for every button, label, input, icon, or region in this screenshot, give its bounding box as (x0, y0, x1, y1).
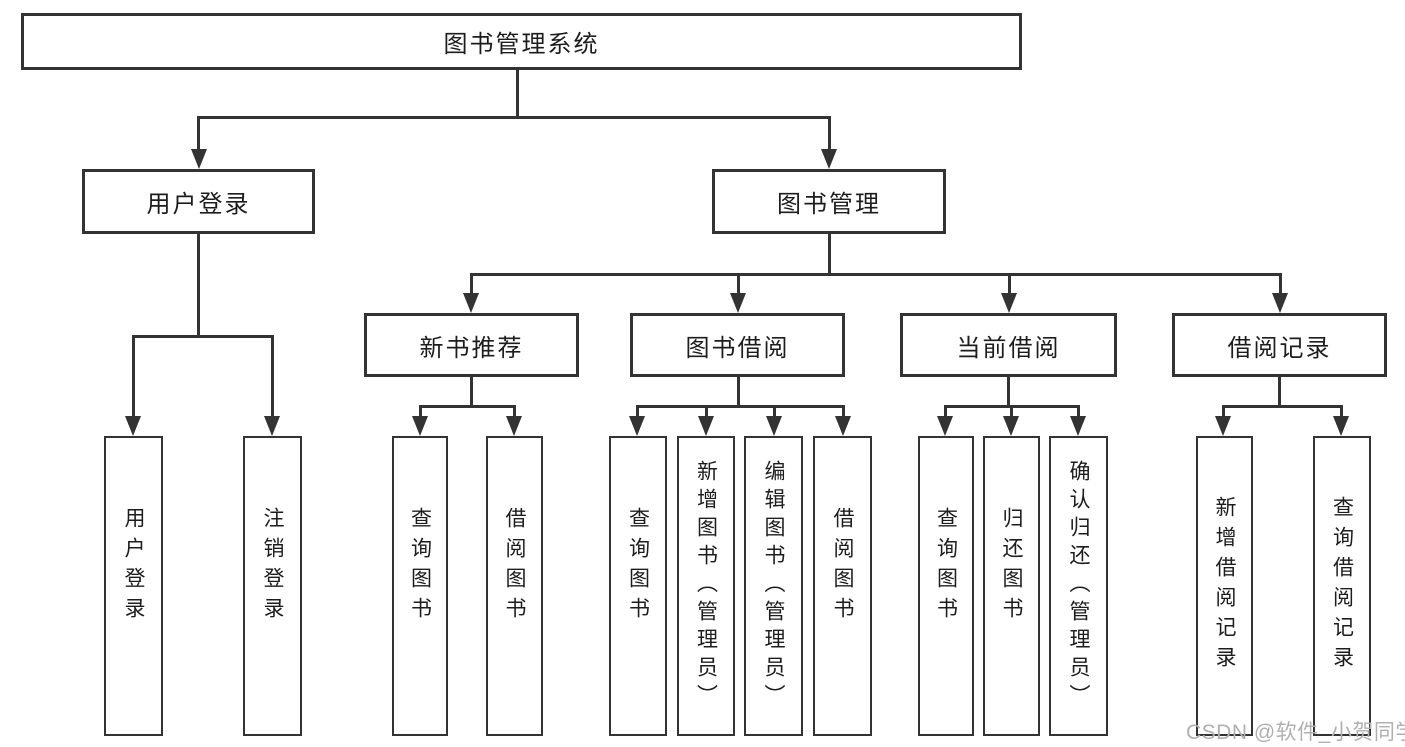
connector-line (419, 405, 516, 408)
arrow-down-icon (463, 293, 479, 313)
connector-line (828, 116, 831, 150)
watermark-text: CSDN @软件_小贺同学 (1186, 721, 1405, 744)
connector-line (773, 405, 776, 417)
connector-line (1010, 405, 1013, 417)
arrow-down-icon (506, 416, 522, 436)
node-label: 用户登录 (146, 191, 251, 218)
leaf-borrowing-edit-books-admin: 编辑图书（管理员） (744, 436, 803, 736)
node-label: 查询图书 (626, 507, 650, 627)
arrow-down-icon (821, 149, 837, 169)
connector-line (636, 405, 639, 417)
connector-line (636, 405, 845, 408)
node-label: 查询图书 (408, 507, 432, 627)
node-label: 归还图书 (1000, 507, 1023, 627)
connector-line (737, 273, 740, 295)
connector-line (705, 405, 708, 417)
connector-line (1340, 405, 1343, 417)
node-label: 新增图书（管理员） (694, 460, 718, 712)
arrow-down-icon (1215, 416, 1231, 436)
node-label: 确认归还（管理员） (1067, 460, 1090, 712)
connector-line (842, 405, 845, 417)
leaf-recommend-borrow-books: 借阅图书 (486, 436, 543, 736)
arrow-down-icon (766, 416, 782, 436)
leaf-records-query-borrow-record: 查询借阅记录 (1313, 436, 1371, 736)
connector-line (1222, 405, 1343, 408)
connector-line (132, 335, 274, 338)
node-book-borrowing: 图书借阅 (630, 313, 845, 377)
connector-line (419, 405, 422, 417)
leaf-logout: 注销登录 (243, 436, 302, 736)
connector-line (513, 405, 516, 417)
node-label: 新增借阅记录 (1213, 496, 1236, 676)
connector-line (944, 405, 947, 417)
connector-line (197, 234, 200, 335)
connector-line (1007, 377, 1010, 405)
arrow-down-icon (629, 416, 645, 436)
arrow-down-icon (191, 149, 207, 169)
node-borrowing-records: 借阅记录 (1172, 313, 1387, 377)
node-library-management-system: 图书管理系统 (21, 13, 1022, 70)
connector-line (132, 335, 135, 416)
leaf-borrowing-borrow-books: 借阅图书 (813, 436, 872, 736)
leaf-recommend-query-books: 查询图书 (392, 436, 448, 736)
arrow-down-icon (730, 293, 746, 313)
connector-line (1077, 405, 1080, 417)
arrow-down-icon (412, 416, 428, 436)
connector-line (1008, 273, 1011, 295)
leaf-records-add-borrow-record: 新增借阅记录 (1196, 436, 1253, 736)
arrow-down-icon (698, 416, 714, 436)
arrow-down-icon (1070, 416, 1086, 436)
connector-line (198, 116, 831, 119)
node-label: 借阅记录 (1227, 334, 1332, 362)
node-label: 图书管理 (777, 191, 881, 218)
leaf-current-return-books: 归还图书 (983, 436, 1040, 736)
node-label: 图书管理系统 (443, 31, 600, 58)
node-label: 查询借阅记录 (1330, 496, 1354, 676)
leaf-current-query-books: 查询图书 (918, 436, 974, 736)
node-label: 用户登录 (122, 507, 145, 627)
arrow-down-icon (1272, 293, 1288, 313)
node-label: 新书推荐 (419, 334, 524, 362)
arrow-down-icon (1333, 416, 1349, 436)
node-label: 当前借阅 (956, 334, 1061, 362)
connector-line (470, 273, 473, 295)
connector-line (516, 70, 519, 118)
arrow-down-icon (937, 416, 953, 436)
node-new-book-recommendation: 新书推荐 (364, 313, 579, 377)
arrow-down-icon (1003, 416, 1019, 436)
connector-line (737, 377, 740, 405)
node-label: 查询图书 (934, 507, 958, 627)
connector-line (1222, 405, 1225, 417)
node-current-borrowing: 当前借阅 (900, 313, 1117, 377)
node-label: 编辑图书（管理员） (762, 460, 785, 712)
node-book-management: 图书管理 (712, 169, 946, 234)
connector-line (828, 234, 831, 273)
node-label: 图书借阅 (685, 334, 790, 362)
arrow-down-icon (264, 416, 280, 436)
connector-line (197, 116, 200, 150)
node-user-login: 用户登录 (82, 169, 315, 234)
arrow-down-icon (125, 416, 141, 436)
node-label: 注销登录 (261, 507, 284, 627)
leaf-current-confirm-return-admin: 确认归还（管理员） (1049, 436, 1108, 736)
leaf-user-login: 用户登录 (104, 436, 163, 736)
node-label: 借阅图书 (831, 507, 854, 627)
connector-line (1279, 273, 1282, 295)
leaf-borrowing-add-books-admin: 新增图书（管理员） (677, 436, 735, 736)
connector-line (470, 273, 1282, 276)
connector-line (1278, 377, 1281, 405)
connector-line (271, 335, 274, 416)
connector-line (470, 377, 473, 405)
leaf-borrowing-query-books: 查询图书 (609, 436, 667, 736)
node-label: 借阅图书 (503, 507, 526, 627)
arrow-down-icon (1001, 293, 1017, 313)
arrow-down-icon (835, 416, 851, 436)
